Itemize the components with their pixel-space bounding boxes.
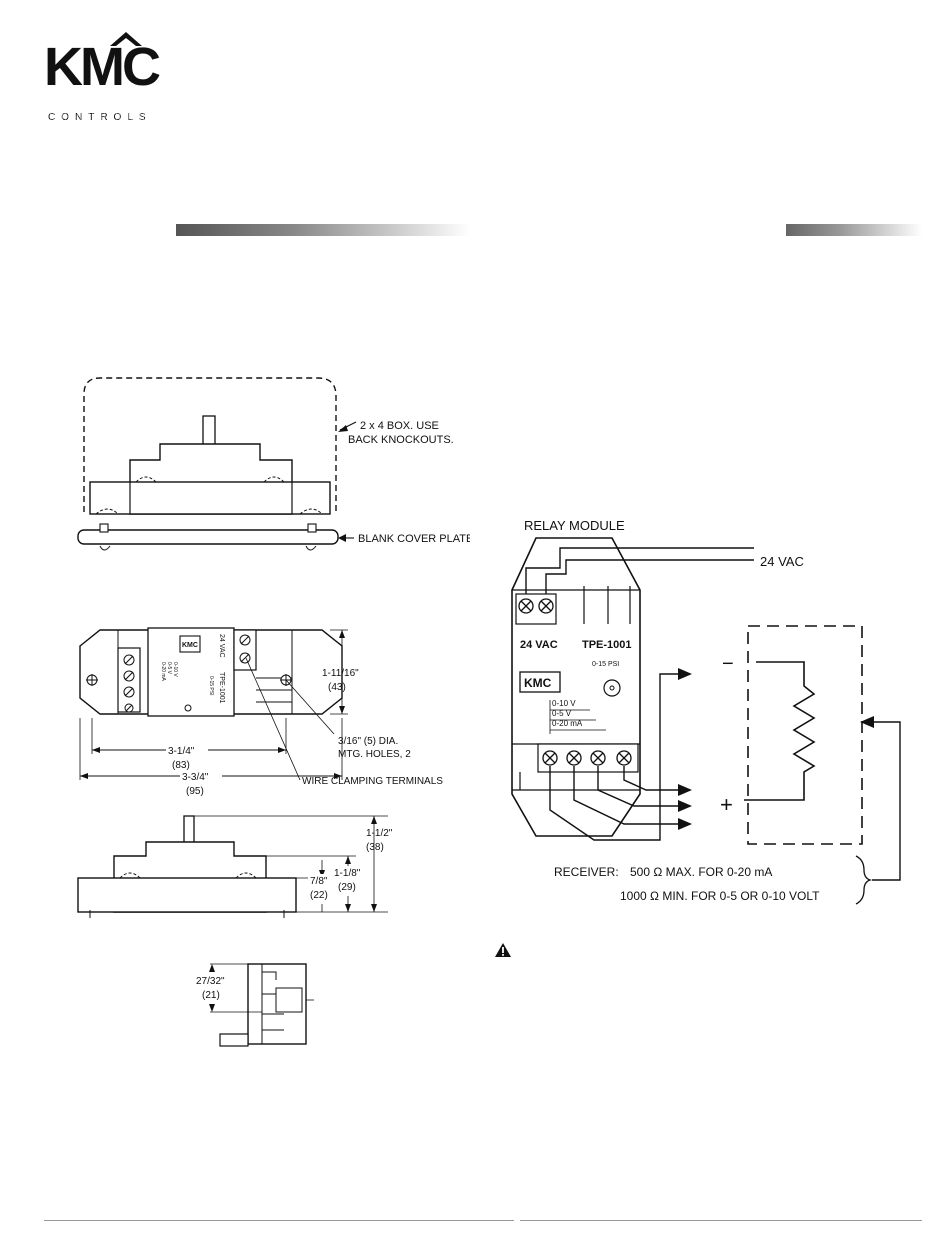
dim-depth-mm: (21) [202,990,220,1001]
plan-range: 0-15 PSI [208,676,214,695]
kmc-logo: KMC CONTROLS [44,32,194,123]
right-terminal-block [233,629,257,671]
module-out-20ma: 0-20 mA [552,719,583,728]
plan-supply: 24 VAC [218,634,225,658]
plan-model: TPE-1001 [218,672,225,704]
side-view-diagram: 1-1/2" (38) 1-1/8" (29) 7/8" (22) [77,815,393,918]
module-range: 0-15 PSI [592,661,619,668]
logo-wordmark: KMC [44,37,161,97]
logo-subtext: CONTROLS [48,112,152,123]
left-terminal-block [117,647,141,713]
dim-body: 1-1/8" [334,868,361,879]
wiring-diagram: RELAY MODULE 24 VAC 24 VAC TPE-1001 0-15… [511,518,901,905]
dim-base-mm: (22) [310,890,328,901]
hole-note-line1: 3/16" (5) DIA. [338,736,398,747]
plan-out-5v: 0-5 V [166,662,172,675]
receiver-minus: − [722,653,734,675]
section-bar-left [176,224,470,236]
plan-brand: KMC [182,642,198,649]
receiver-line1: 500 Ω MAX. FOR 0-20 mA [630,865,772,879]
receiver-label: RECEIVER: [554,865,619,879]
plan-view-diagram: KMC 24 VAC TPE-1001 0-15 PSI 0-10 V 0-5 … [79,627,443,797]
footer-line-right [520,1220,922,1221]
dim-holes: 3-1/4" [168,746,195,757]
footer-line-left [44,1220,514,1221]
module-out-10v: 0-10 V [552,699,576,708]
plan-out-10v: 0-10 V [172,662,178,677]
dim-base: 7/8" [310,876,328,887]
dim-height-mm: (43) [328,682,346,693]
wiring-supply: 24 VAC [760,554,804,569]
header-bar [50,104,922,120]
box-note-line2: BACK KNOCKOUTS. [348,434,454,446]
section-bar-right [786,224,922,236]
dim-holes-mm: (83) [172,760,190,771]
wiring-title: RELAY MODULE [524,518,625,533]
dim-width: 3-3/4" [182,772,209,783]
box-note-line1: 2 x 4 BOX. USE [360,420,439,432]
dim-depth: 27/32" [196,976,225,987]
cover-note: BLANK COVER PLATE [358,533,470,545]
receiver-box [747,625,863,845]
resistor-icon [744,661,816,801]
plan-out-20ma: 0-20 mA [160,662,166,682]
bottom-terminals [519,743,639,790]
warning-icon [495,943,511,957]
hole-note-line2: MTG. HOLES, 2 [338,749,411,760]
top-terminals [515,586,631,625]
dim-total: 1-1/2" [366,828,393,839]
receiver-plus: + [720,792,733,817]
receiver-line2: 1000 Ω MIN. FOR 0-5 OR 0-10 VOLT [620,889,820,903]
dim-width-mm: (95) [186,786,204,797]
box-mount-diagram: 2 x 4 BOX. USE BACK KNOCKOUTS. BLANK COV… [77,377,470,551]
dim-height: 1-11/16" [322,668,359,679]
end-view-diagram: 27/32" (21) [196,963,314,1047]
dim-body-mm: (29) [338,882,356,893]
module-out-5v: 0-5 V [552,709,572,718]
module-model: TPE-1001 [582,639,632,651]
logo-chevron-icon [110,32,142,46]
terminal-note: WIRE CLAMPING TERMINALS [302,776,443,787]
module-brand: KMC [524,676,552,690]
dim-total-mm: (38) [366,842,384,853]
module-supply: 24 VAC [520,639,558,651]
